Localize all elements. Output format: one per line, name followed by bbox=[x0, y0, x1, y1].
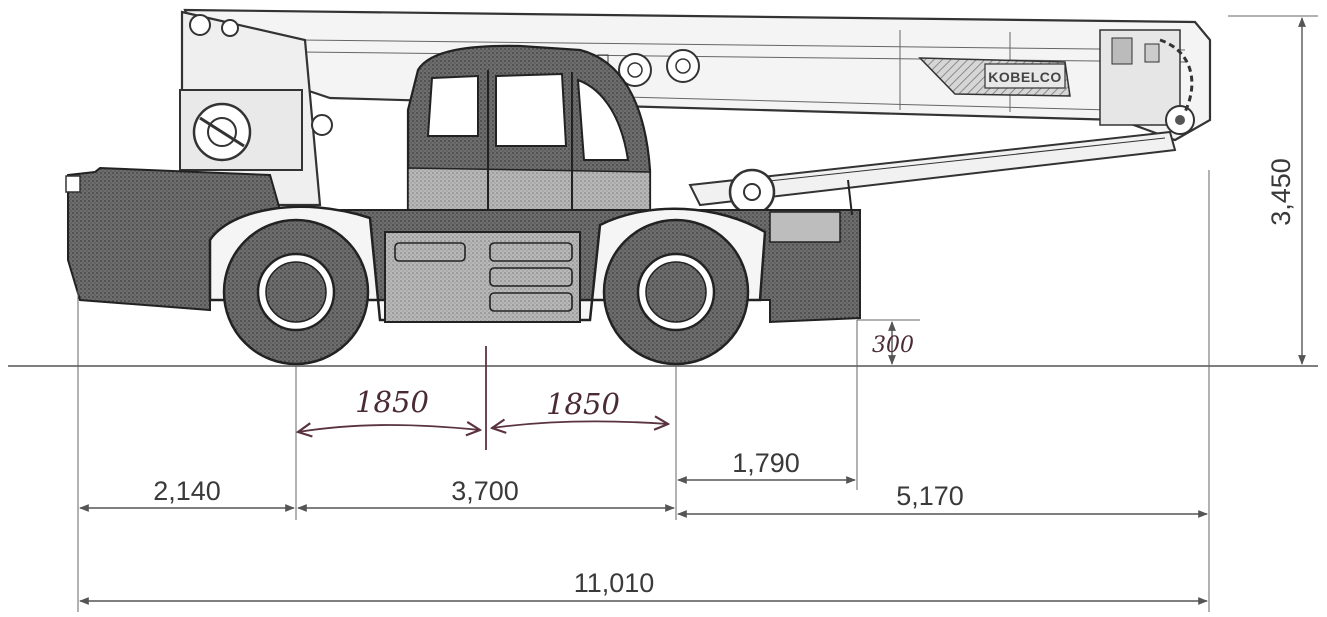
dim-wheelbase: 3,700 bbox=[451, 476, 519, 506]
hook-block bbox=[1159, 38, 1194, 113]
rear-wheel bbox=[602, 218, 750, 366]
hand-dim-left: 1850 bbox=[355, 385, 429, 419]
hand-dim-right: 1850 bbox=[546, 387, 620, 421]
boom: KOBELCO bbox=[183, 8, 1212, 142]
front-wheel bbox=[222, 218, 370, 366]
handwritten-annotations bbox=[298, 346, 668, 450]
cab-window-front bbox=[426, 74, 479, 137]
dimension-lines bbox=[8, 15, 1318, 612]
dim-rear-outrigger: 1,790 bbox=[732, 448, 800, 478]
cab-window-rear bbox=[576, 78, 630, 161]
dim-front-overhang: 2,140 bbox=[153, 476, 221, 506]
boom-logo-text: KOBELCO bbox=[988, 69, 1062, 85]
hand-ground-clearance: 300 bbox=[872, 333, 914, 358]
dim-overall-length: 11,010 bbox=[574, 568, 655, 598]
hand-arrow-left bbox=[298, 425, 480, 432]
hand-arrow-right bbox=[492, 421, 668, 428]
dim-boom-overhang: 5,170 bbox=[896, 481, 964, 511]
cab-window-door bbox=[495, 72, 568, 147]
dim-overall-height: 3,450 bbox=[1266, 158, 1296, 226]
operator-cab bbox=[406, 44, 652, 216]
boom-head bbox=[1099, 29, 1195, 135]
lift-cylinder bbox=[688, 130, 1177, 216]
crane-illustration: KOBELCO bbox=[65, 8, 1212, 366]
